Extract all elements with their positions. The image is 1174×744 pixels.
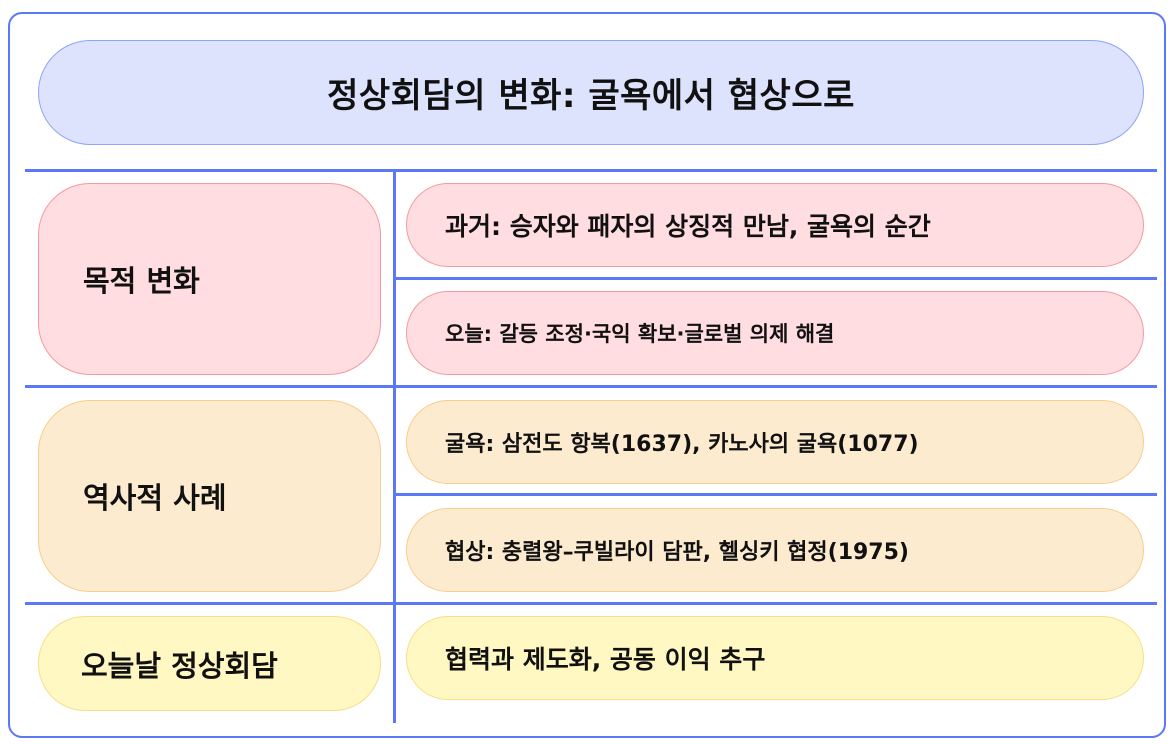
item-text: 굴욕: 삼전도 항복(1637), 카노사의 굴욕(1077) (445, 432, 919, 457)
divider-purpose-inner (395, 277, 1157, 280)
item-today-purpose: 오늘: 갈등 조정·국익 확보·글로벌 의제 해결 (406, 291, 1144, 375)
item-cooperation: 협력과 제도화, 공동 이익 추구 (406, 616, 1144, 700)
divider-purpose-history (25, 385, 1157, 388)
divider-history-today (25, 602, 1157, 605)
diagram-title: 정상회담의 변화: 굴욕에서 협상으로 (327, 76, 855, 116)
item-text: 협력과 제도화, 공동 이익 추구 (445, 645, 766, 674)
category-purpose-change: 목적 변화 (38, 183, 381, 375)
category-label: 목적 변화 (83, 264, 200, 298)
item-negotiation-cases: 협상: 충렬왕–쿠빌라이 담판, 헬싱키 협정(1975) (406, 508, 1144, 592)
diagram-frame (8, 12, 1166, 738)
category-todays-summits: 오늘날 정상회담 (38, 616, 381, 711)
category-label: 오늘날 정상회담 (81, 648, 278, 683)
category-label: 역사적 사례 (83, 481, 227, 515)
item-past-purpose: 과거: 승자와 패자의 상징적 만남, 굴욕의 순간 (406, 183, 1144, 267)
divider-top (25, 169, 1157, 172)
item-text: 협상: 충렬왕–쿠빌라이 담판, 헬싱키 협정(1975) (445, 540, 909, 565)
category-historical-cases: 역사적 사례 (38, 400, 381, 592)
item-text: 과거: 승자와 패자의 상징적 만남, 굴욕의 순간 (445, 212, 931, 241)
title-banner: 정상회담의 변화: 굴욕에서 협상으로 (38, 40, 1144, 145)
divider-history-inner (395, 493, 1157, 496)
item-text: 오늘: 갈등 조정·국익 확보·글로벌 의제 해결 (445, 322, 835, 346)
item-humiliation-cases: 굴욕: 삼전도 항복(1637), 카노사의 굴욕(1077) (406, 400, 1144, 484)
divider-column (393, 170, 396, 723)
